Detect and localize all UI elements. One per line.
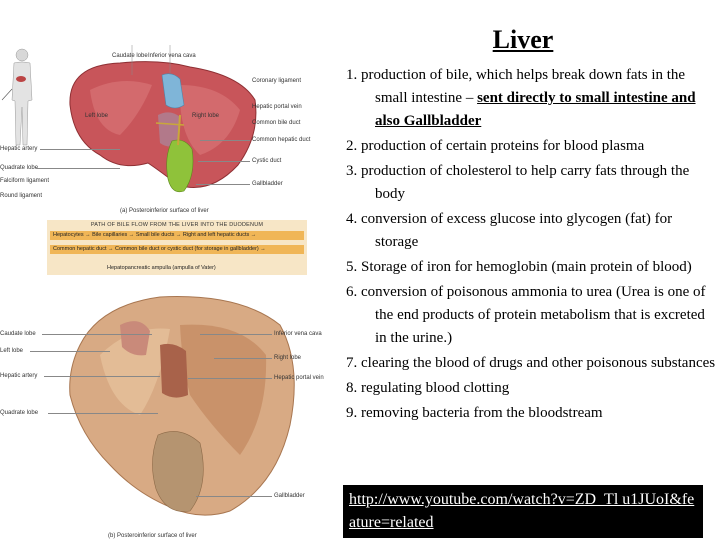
label-falciform-ligament: Falciform ligament [0, 178, 50, 184]
leader-line [188, 378, 272, 379]
label-right-lobe-top: Right lobe [192, 113, 220, 119]
youtube-link[interactable]: http://www.youtube.com/watch?v=ZD_Tl u1J… [349, 491, 695, 531]
leader-line [200, 334, 272, 335]
human-figure-icon [1, 48, 33, 146]
label-ivc-top: Inferior vena cava [148, 53, 196, 59]
leader-line [196, 496, 272, 497]
figure-caption-a: (a) Posteroinferior surface of liver [120, 208, 209, 214]
leader-line [40, 149, 120, 150]
emphasis-text: sent directly to small intestine and als… [375, 90, 696, 129]
label-ivc-bottom: Inferior vena cava [274, 331, 322, 337]
label-caudate-lobe-bottom: Caudate lobe [0, 331, 36, 337]
leader-line [198, 161, 250, 162]
label-quadrate-lobe-top: Quadrate lobe [0, 165, 39, 171]
link-box: http://www.youtube.com/watch?v=ZD_Tl u1J… [343, 485, 703, 538]
list-item: 2. production of certain proteins for bl… [346, 138, 645, 154]
bile-flow-box: PATH OF BILE FLOW FROM THE LIVER INTO TH… [47, 220, 307, 275]
label-coronary-ligament: Coronary ligament [252, 78, 302, 84]
leader-line [214, 358, 272, 359]
label-left-lobe-bottom: Left lobe [0, 348, 24, 354]
list-item: 5. Storage of iron for hemoglobin (main … [346, 259, 692, 275]
liver-illustration [69, 45, 257, 193]
label-hepatic-artery-bottom: Hepatic artery [0, 373, 38, 379]
liver-anatomy-figure: Caudate lobe Inferior vena cava Coronary… [0, 40, 335, 540]
label-hepatic-portal-bottom: Hepatic portal vein [274, 375, 324, 381]
list-item: 8. regulating blood clotting [346, 380, 510, 396]
label-hepatic-portal-top: Hepatic portal vein [252, 104, 302, 110]
list-item: 3. production of cholesterol to help car… [346, 163, 690, 202]
label-cystic-duct: Cystic duct [252, 158, 282, 164]
leader-line [42, 334, 152, 335]
leader-line [200, 140, 250, 141]
list-item: 9. removing bacteria from the bloodstrea… [346, 405, 603, 421]
label-caudate-lobe-top: Caudate lobe [112, 53, 148, 59]
bile-flow-row: Hepatopancreatic ampulla (ampulla of Vat… [107, 265, 216, 271]
bile-flow-row: Hepatocytes → Bile capillaries → Small b… [50, 231, 304, 240]
leader-line [196, 184, 250, 185]
list-item: 6. conversion of poisonous ammonia to ur… [346, 284, 706, 346]
label-right-lobe-bottom: Right lobe [274, 355, 302, 361]
bile-flow-row: Common hepatic duct → Common bile duct o… [50, 245, 304, 254]
label-gallbladder-top: Gallbladder [252, 181, 283, 187]
label-common-bile-duct: Common bile duct [252, 120, 301, 126]
liver-photo [69, 296, 295, 516]
list-item: 7. clearing the blood of drugs and other… [346, 355, 716, 371]
slide-title: Liver [492, 25, 554, 54]
label-common-hepatic-duct: Common hepatic duct [252, 137, 311, 143]
leader-line [48, 413, 158, 414]
label-gallbladder-bottom: Gallbladder [274, 493, 305, 499]
label-round-ligament: Round ligament [0, 193, 43, 199]
leader-line [36, 168, 120, 169]
label-quadrate-lobe-bottom: Quadrate lobe [0, 410, 39, 416]
bile-flow-title: PATH OF BILE FLOW FROM THE LIVER INTO TH… [90, 222, 264, 228]
leader-line [44, 376, 160, 377]
list-item: 4. conversion of excess glucose into gly… [346, 211, 673, 250]
label-left-lobe-top: Left lobe [85, 113, 109, 119]
figure-caption-b: (b) Posteroinferior surface of liver [108, 533, 197, 539]
leader-line [30, 351, 110, 352]
label-hepatic-artery-top: Hepatic artery [0, 146, 38, 152]
list-item: 1. production of bile, which helps break… [346, 67, 696, 129]
liver-functions-list: 1. production of bile, which helps break… [346, 64, 718, 427]
